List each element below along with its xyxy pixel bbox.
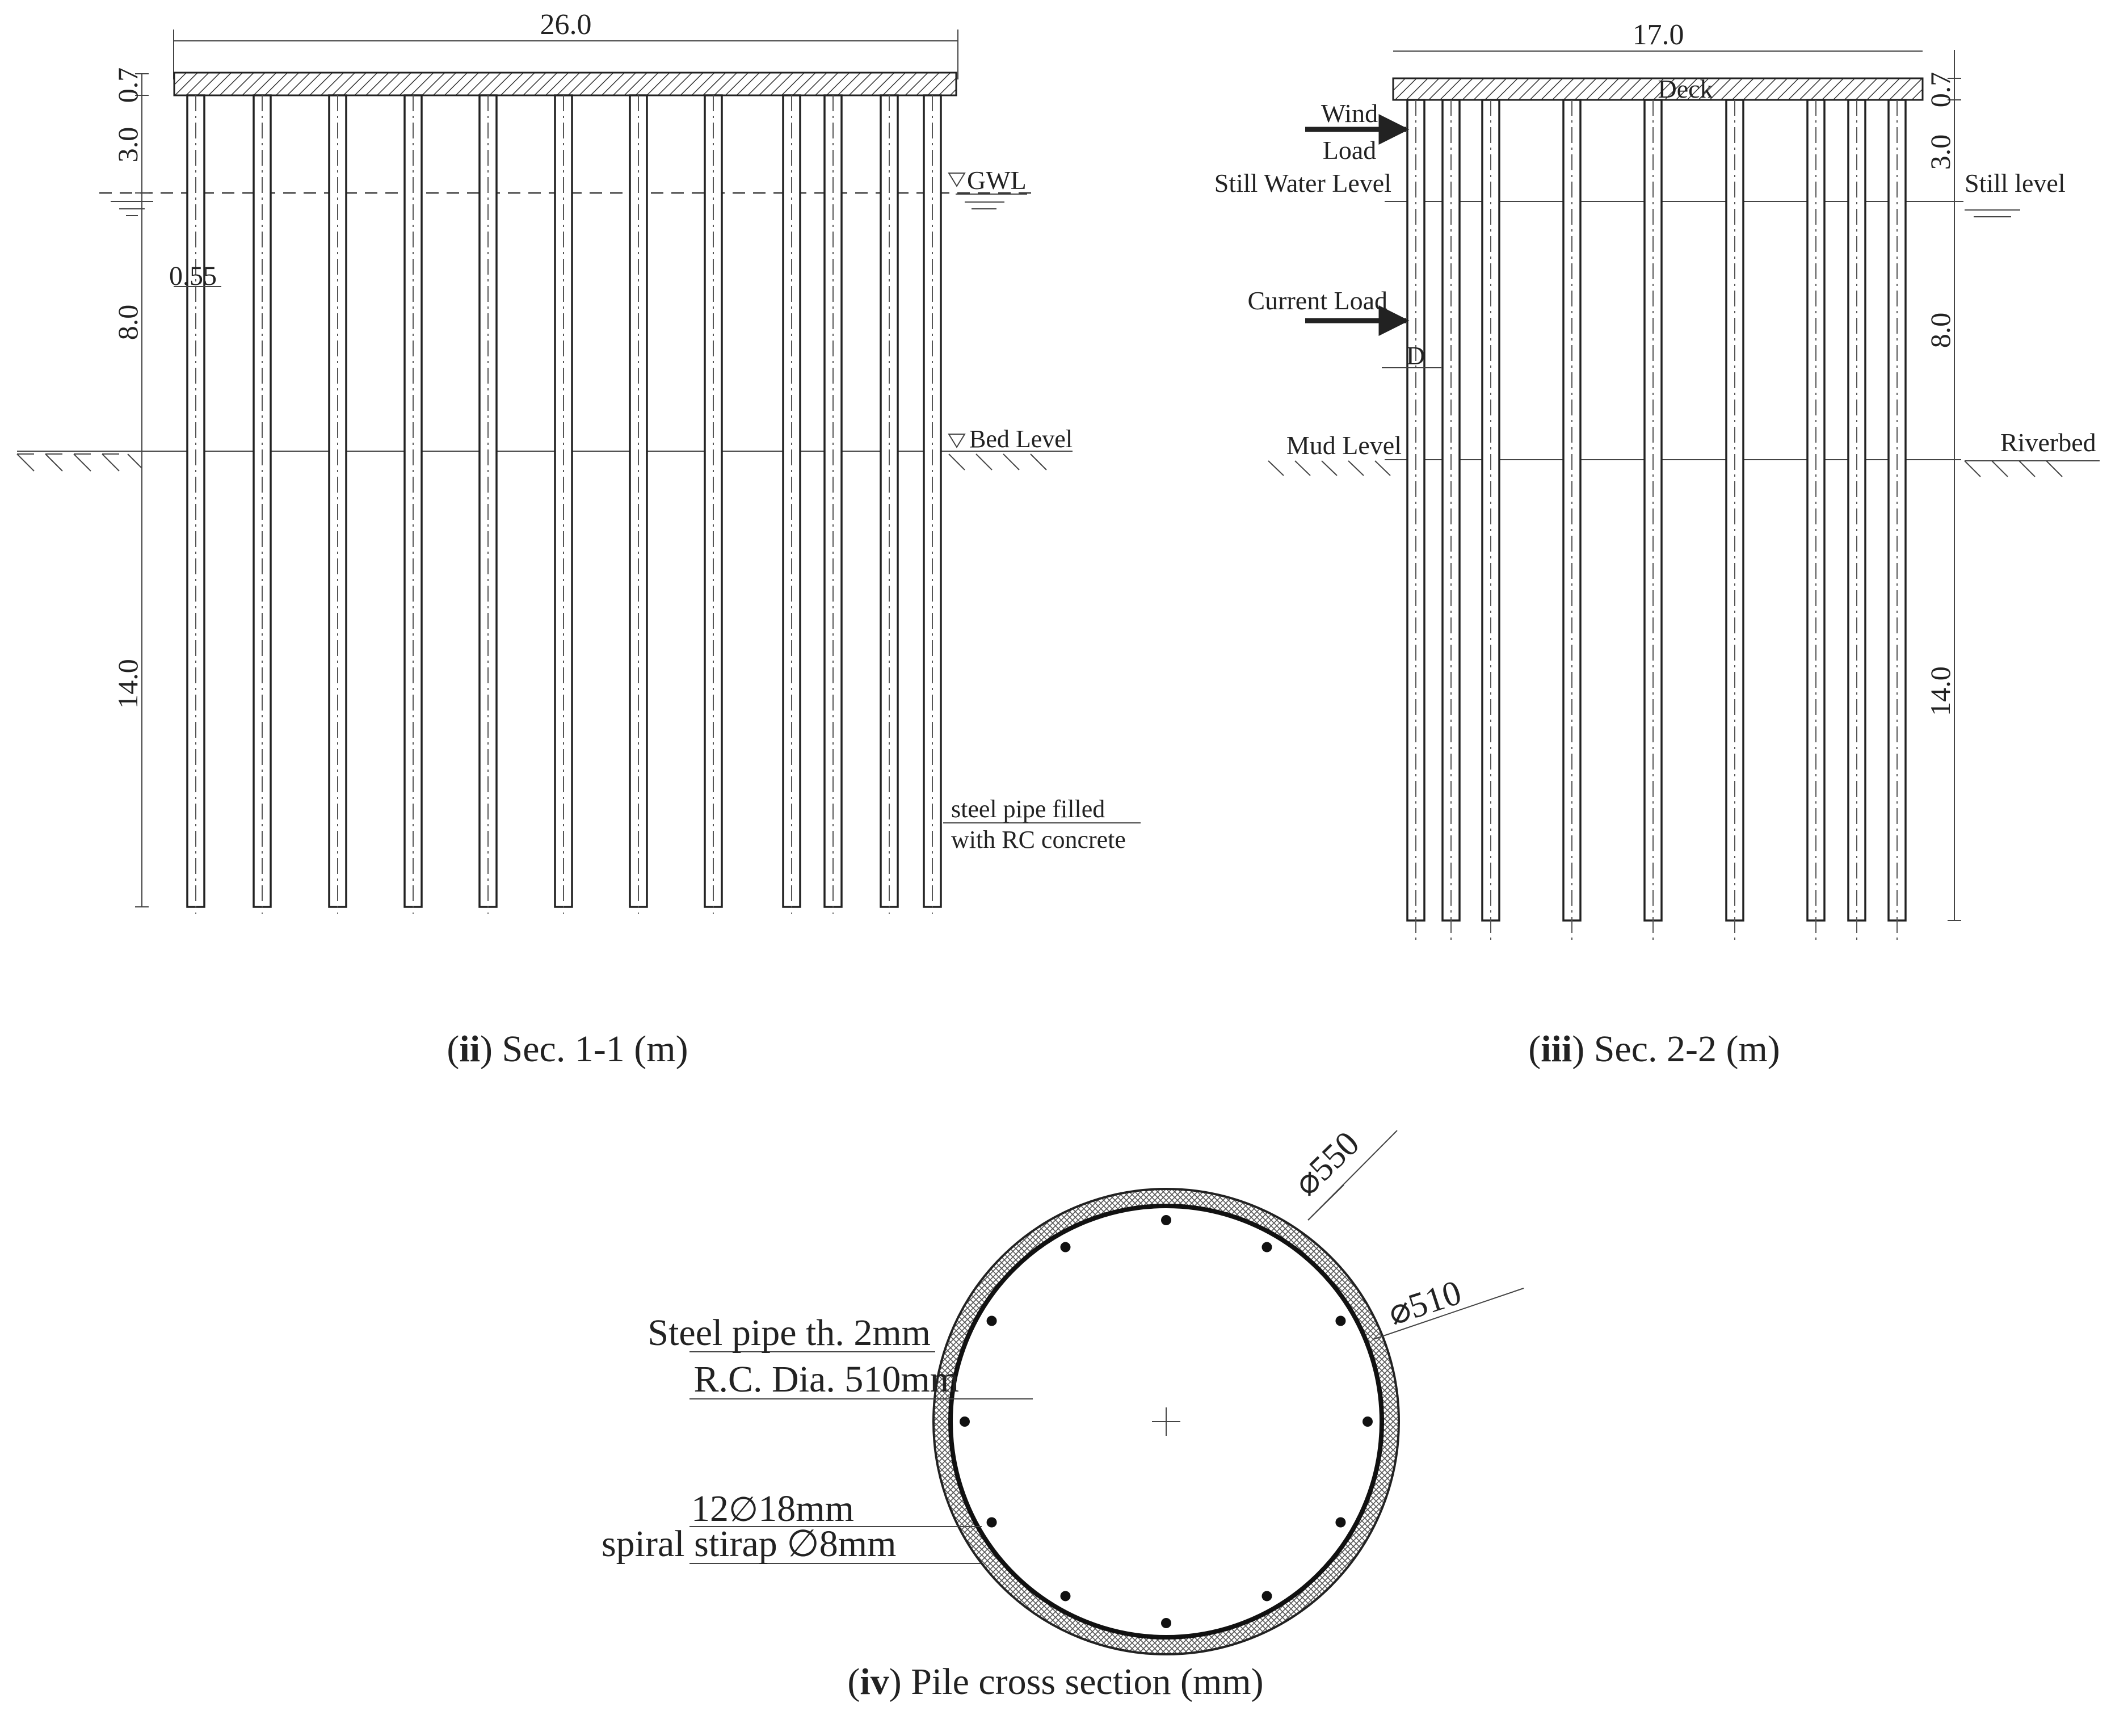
- outer-dia-label: ⌀550: [1286, 1124, 1366, 1203]
- inner-dia-label: ⌀510: [1383, 1273, 1466, 1333]
- rebar-dot: [1335, 1315, 1346, 1326]
- rebar-dot: [1060, 1591, 1071, 1602]
- sec2-still-water-label: Still Water Level: [1214, 169, 1391, 197]
- rebar-dot: [1261, 1242, 1272, 1252]
- sec1-dim-embed: 14.0: [112, 659, 144, 709]
- sec2-dim-water: 8.0: [1924, 313, 1956, 348]
- sec2-dim-deck: 0.7: [1924, 72, 1956, 108]
- rebar-label: 12∅18mm: [691, 1488, 854, 1529]
- sec2-dim-embed: 14.0: [1924, 666, 1956, 716]
- ground-hatch-right: [948, 453, 1047, 470]
- section-1-1: 26.0 0.7 3.0 8.0 14.0 0.55: [16, 9, 1141, 1070]
- sec1-pile-dia-label: 0.55: [169, 261, 217, 291]
- steel-pipe-label: Steel pipe th. 2mm: [647, 1312, 931, 1354]
- sec1-bed-label: Bed Level: [969, 425, 1073, 453]
- ground-hatch-sec2-left: [1268, 460, 1391, 476]
- sec2-load-label: Load: [1323, 136, 1377, 165]
- rebar-group: [960, 1215, 1373, 1628]
- sec1-caption: (ii) Sec. 1-1 (m): [447, 1028, 688, 1070]
- ground-hatch-left: [16, 453, 142, 472]
- rebar-dot: [1060, 1242, 1071, 1252]
- sec2-riverbed-label: Riverbed: [2000, 428, 2096, 457]
- sec2-mud-label: Mud Level: [1286, 431, 1402, 460]
- rebar-dot: [986, 1315, 997, 1326]
- sec1-dim-upper: 3.0: [112, 127, 144, 163]
- rebar-dot: [960, 1416, 970, 1427]
- sec3-caption: (iv) Pile cross section (mm): [847, 1661, 1263, 1703]
- rebar-dot: [1161, 1215, 1171, 1225]
- sec2-piles: [1406, 99, 1907, 942]
- sec1-note-line1: steel pipe filled: [951, 795, 1105, 823]
- rc-dia-label: R.C. Dia. 510mm: [693, 1359, 959, 1400]
- sec2-dim-upper: 3.0: [1924, 134, 1956, 170]
- gwl-triangle-icon: [948, 173, 966, 187]
- sec2-current-label: Current Load: [1247, 286, 1387, 315]
- sec2-deck-label: Deck: [1658, 74, 1713, 103]
- rebar-dot: [1335, 1517, 1346, 1528]
- stirrup-label: spiral stirap ∅8mm: [602, 1523, 896, 1565]
- section-2-2: 17.0 Deck Wind Load Still Water Level Cu…: [1214, 19, 2100, 1070]
- water-level-symbol: [111, 201, 153, 216]
- rebar-dot: [1363, 1416, 1373, 1427]
- sec2-caption: (iii) Sec. 2-2 (m): [1528, 1028, 1780, 1070]
- sec1-dim-water: 8.0: [112, 305, 144, 341]
- pile-cross-section: ⌀550 ⌀510 Steel pipe th. 2mm R.C. Dia. 5…: [602, 1124, 1524, 1703]
- sec2-width-label: 17.0: [1633, 19, 1684, 51]
- sec1-width-label: 26.0: [540, 9, 592, 41]
- sec2-d-label: D: [1406, 341, 1425, 370]
- bed-triangle-icon: [948, 434, 966, 448]
- sec1-deck: [173, 72, 957, 96]
- sec1-piles: [186, 94, 942, 914]
- rebar-dot: [1161, 1618, 1171, 1628]
- sec1-dim-deck: 0.7: [112, 68, 144, 103]
- sec1-gwl-label: GWL: [967, 166, 1027, 195]
- rebar-dot: [986, 1517, 997, 1528]
- sec2-wind-label: Wind: [1321, 99, 1378, 128]
- sec2-still-level-label: Still level: [1965, 169, 2066, 197]
- rebar-dot: [1261, 1591, 1272, 1602]
- sec1-note-line2: with RC concrete: [951, 826, 1126, 854]
- ground-hatch-sec2-right: [1964, 460, 2100, 477]
